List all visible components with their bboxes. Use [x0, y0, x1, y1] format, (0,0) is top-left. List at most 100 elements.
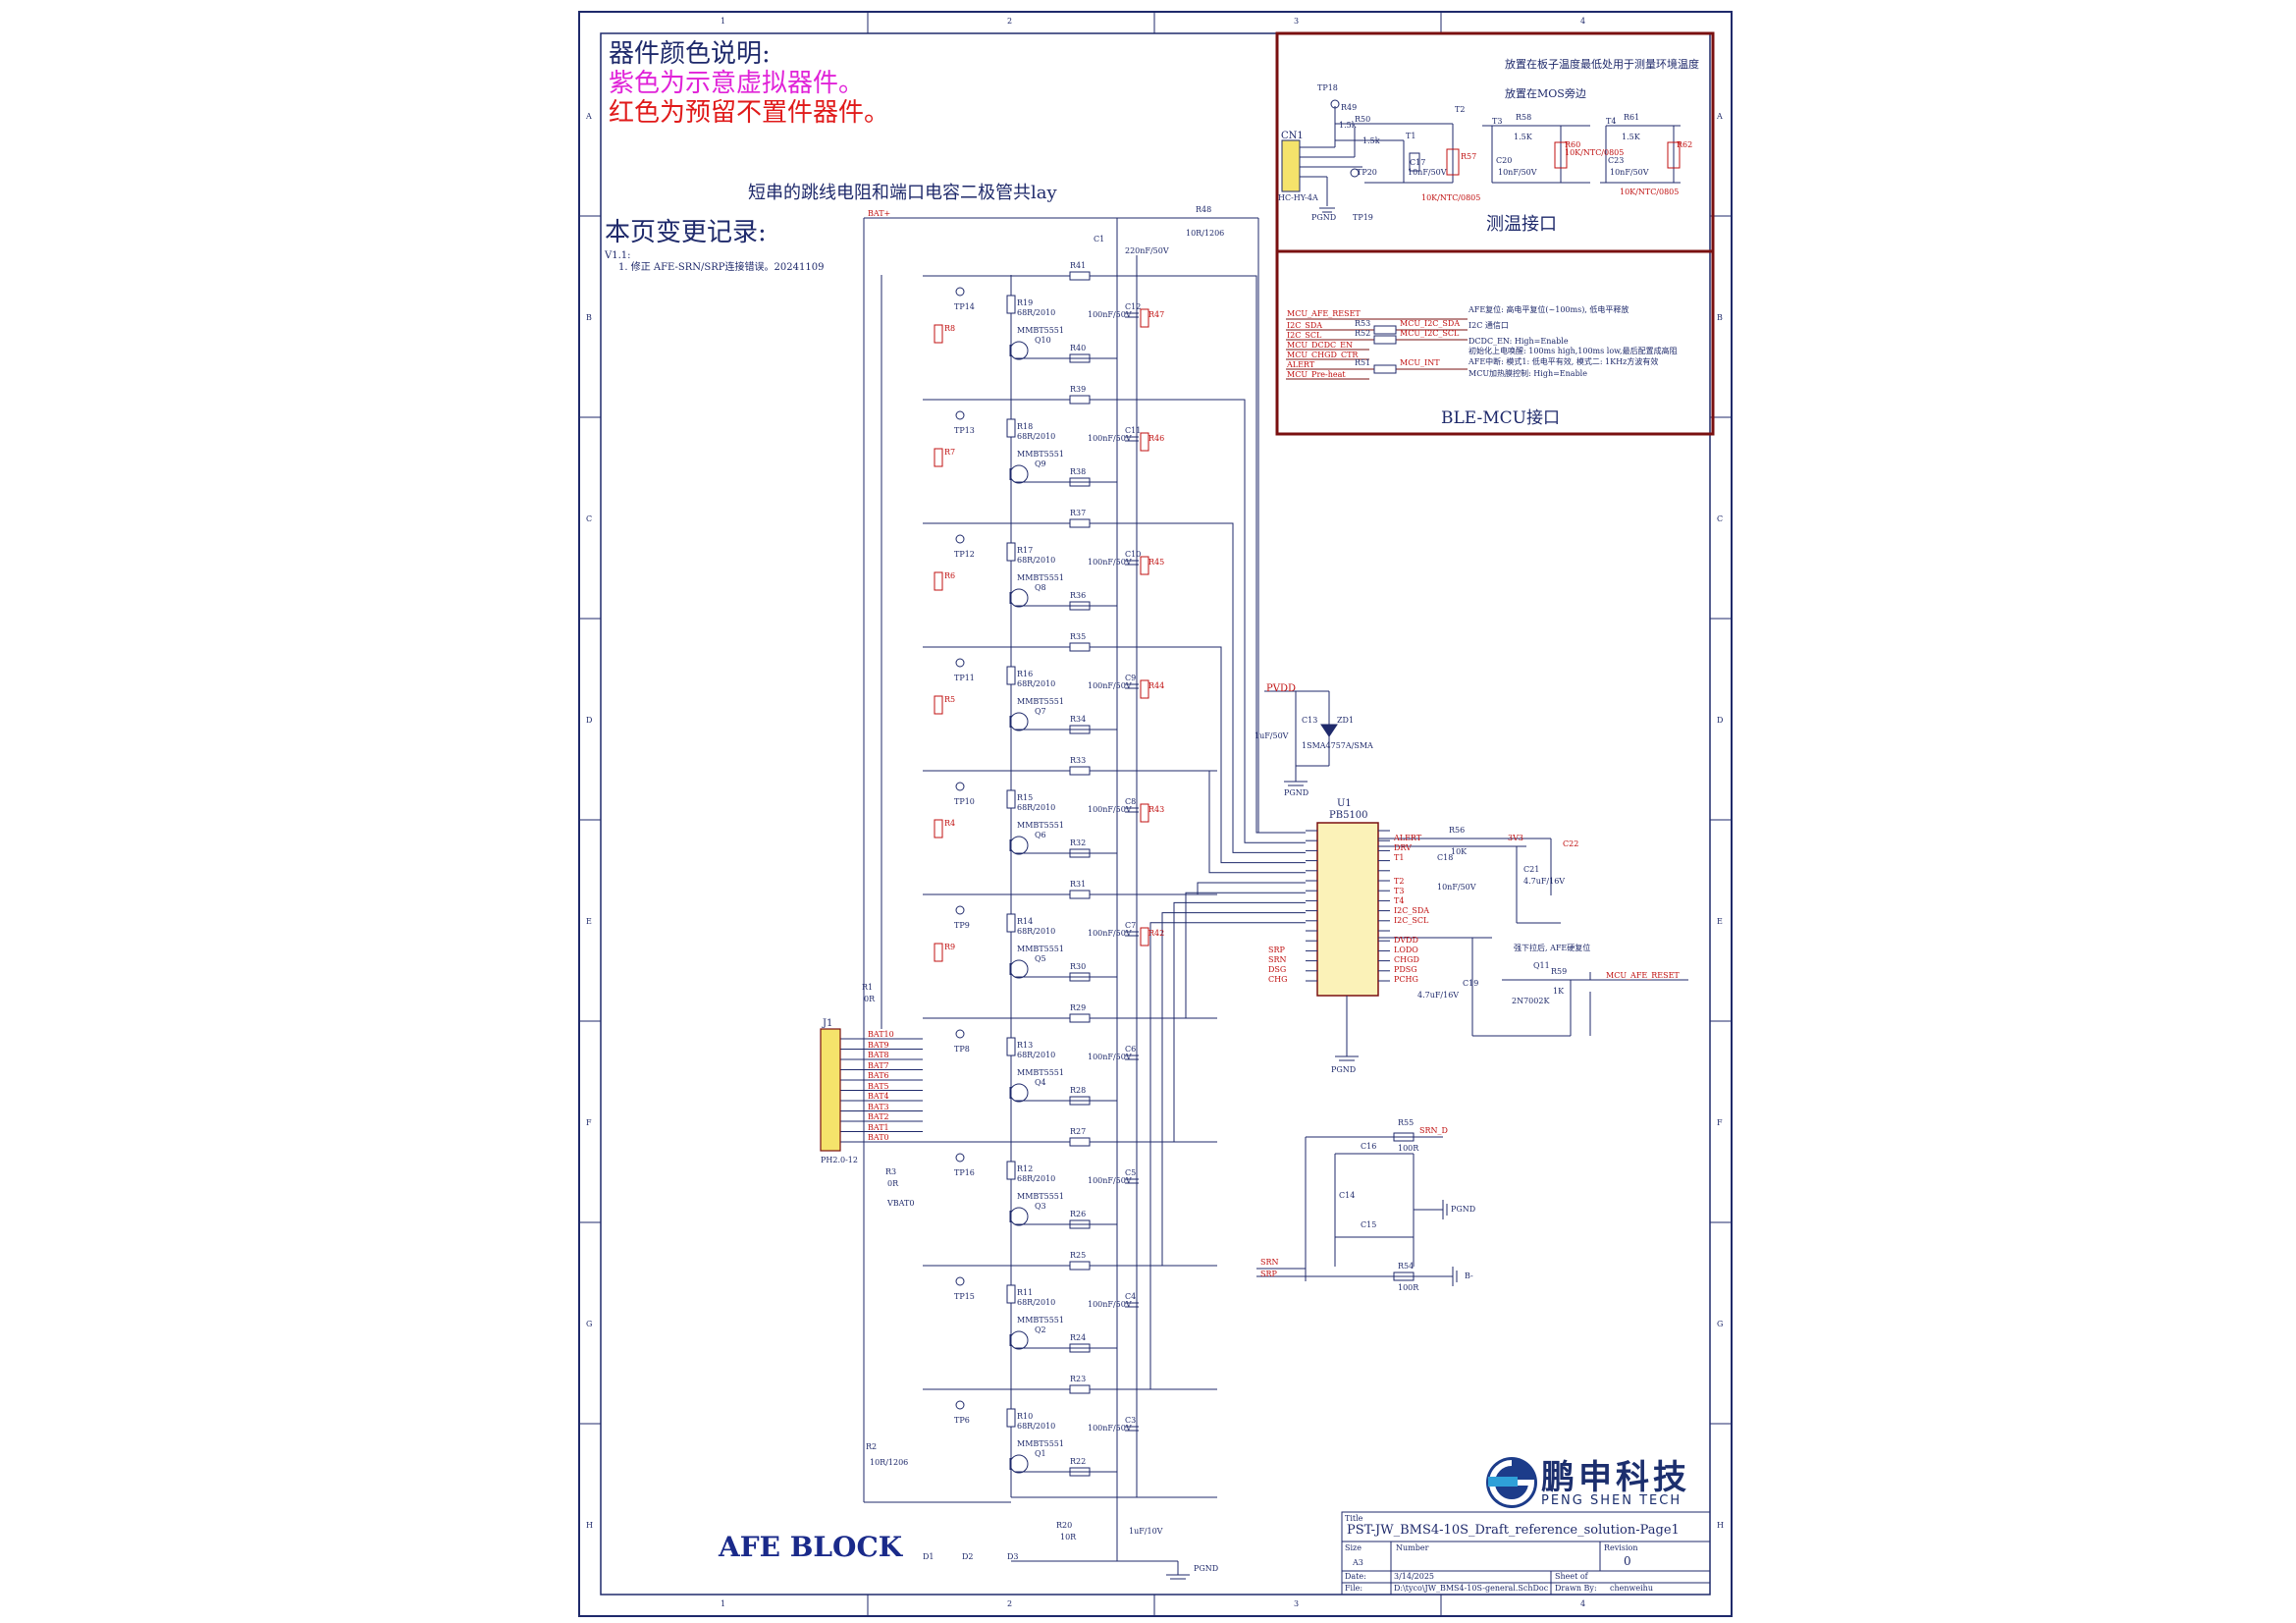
border-col-top: 1	[721, 17, 726, 26]
j1-part: PH2.0-12	[821, 1156, 858, 1164]
bat-net: BAT6	[868, 1071, 889, 1080]
temp-label: 10nF/50V	[1498, 168, 1537, 177]
stage-to-ic	[1137, 912, 1306, 1267]
c13-value: 1uF/50V	[1255, 731, 1289, 740]
border-row-right: H	[1717, 1521, 1724, 1530]
c16-ref: C16	[1361, 1142, 1377, 1151]
size-label: Size	[1345, 1543, 1362, 1552]
stage-to-ic	[1137, 882, 1306, 895]
base-res-ref: R17	[1017, 546, 1034, 555]
jumper-ref: R6	[944, 571, 956, 580]
title-label: Title	[1345, 1514, 1363, 1523]
misc-label: R3	[885, 1167, 897, 1176]
c18-value: 10nF/50V	[1437, 883, 1476, 892]
mcu-resistor: R53	[1355, 319, 1371, 328]
jumper-ref: R5	[944, 695, 956, 704]
r55-ref: R55	[1398, 1118, 1415, 1127]
test-point	[955, 1153, 965, 1163]
misc-label: PGND	[1194, 1564, 1219, 1573]
ic-right-net: CHGD	[1394, 955, 1419, 964]
c14-ref: C14	[1339, 1191, 1356, 1200]
number-label: Number	[1396, 1543, 1429, 1552]
transistor-part: MMBT5551	[1017, 697, 1064, 706]
transistor-ref: Q6	[1035, 831, 1046, 839]
base-res-value: 68R/2010	[1017, 1298, 1056, 1307]
res-1k-ref: R35	[1070, 632, 1087, 641]
border-row-right: B	[1717, 313, 1723, 322]
ic-right-net: LODO	[1394, 946, 1418, 954]
base-resistor	[1006, 1408, 1016, 1428]
size-value: A3	[1353, 1558, 1363, 1567]
test-point	[955, 905, 965, 915]
revision-value: 0	[1624, 1554, 1631, 1568]
mcu-resistor: R52	[1355, 329, 1371, 338]
virtual-parts-note: 紫色为示意虚拟器件。	[609, 69, 865, 98]
jumper-ref: R9	[944, 943, 956, 951]
border-row-left: D	[586, 716, 593, 725]
border-row-right: F	[1717, 1118, 1723, 1127]
temp-label: R57	[1461, 152, 1477, 161]
misc-label: 10R/1206	[1186, 229, 1225, 238]
temp-label: PGND	[1311, 213, 1337, 222]
border-col-top: 4	[1580, 17, 1586, 26]
jumper-resistor	[934, 571, 943, 591]
reserved-resistor	[1140, 308, 1149, 328]
mcu-net: I2C_SDA	[1287, 321, 1323, 330]
ic-right-net: PDSG	[1394, 965, 1417, 974]
afe-ic	[1316, 822, 1379, 997]
mcu-resistor: R51	[1355, 358, 1371, 367]
logo-english: PENG SHEN TECH	[1541, 1493, 1682, 1508]
transistor-part: MMBT5551	[1017, 573, 1064, 582]
mcu-note: I2C 通信口	[1468, 321, 1509, 330]
base-res-value: 68R/2010	[1017, 1422, 1056, 1431]
misc-label: 10R	[1060, 1533, 1077, 1542]
cap-value: 100nF/50V	[1088, 929, 1132, 938]
mcu-net: MCU_AFE_RESET	[1287, 309, 1361, 318]
misc-label: C1	[1094, 235, 1105, 243]
reserved-res-ref: R47	[1148, 310, 1165, 319]
temp-label: 1.5K	[1622, 133, 1640, 141]
border-row-left: G	[586, 1320, 593, 1328]
temp-label: 1.5k	[1362, 136, 1380, 145]
test-point-ref: TP10	[954, 797, 975, 806]
pvdd-label: PVDD	[1266, 683, 1296, 694]
ic-right-net: T3	[1394, 887, 1405, 895]
cap-value: 100nF/50V	[1088, 805, 1132, 814]
mcu-net: MCU_DCDC_EN	[1287, 341, 1353, 350]
misc-label: 220nF/50V	[1125, 246, 1169, 255]
jumper-ref: R7	[944, 448, 956, 457]
ic-left-net: DSG	[1268, 965, 1287, 974]
q11-part: 2N7002K	[1512, 997, 1550, 1005]
sheet-title: PST-JW_BMS4-10S_Draft_reference_solution…	[1347, 1523, 1680, 1538]
reserved-resistor	[1140, 556, 1149, 575]
transistor-part: MMBT5551	[1017, 1439, 1064, 1448]
base-res-value: 68R/2010	[1017, 556, 1056, 565]
base-resistor	[1006, 913, 1016, 933]
date-value: 3/14/2025	[1394, 1572, 1435, 1581]
cap-ref: C10	[1125, 550, 1142, 559]
ic-right-net: ALERT	[1394, 834, 1422, 842]
mcu-note: MCU加热膜控制: High=Enable	[1468, 369, 1587, 378]
r54-ref: R54	[1398, 1262, 1415, 1271]
temp-note-ambient: 放置在板子温度最低处用于测量环境温度	[1505, 58, 1699, 71]
res-1k-ref: R32	[1070, 839, 1087, 847]
border-row-right: C	[1717, 514, 1724, 523]
transistor	[1009, 836, 1029, 855]
temp-label: 1.5K	[1514, 133, 1532, 141]
transistor-part: MMBT5551	[1017, 945, 1064, 953]
cap-value: 100nF/50V	[1088, 1176, 1132, 1185]
ic-left-net: SRP	[1268, 946, 1285, 954]
mcu-out-net: MCU_INT	[1400, 358, 1440, 367]
transistor-ref: Q2	[1035, 1325, 1046, 1334]
test-point	[955, 287, 965, 297]
logo-chinese: 鹏申科技	[1541, 1458, 1690, 1497]
transistor-part: MMBT5551	[1017, 1316, 1064, 1325]
cn1-part: HC-HY-4A	[1278, 193, 1318, 202]
ic-right-net: T1	[1394, 853, 1405, 862]
ic-left-net: SRN	[1268, 955, 1287, 964]
base-res-value: 68R/2010	[1017, 308, 1056, 317]
res-1k-ref: R26	[1070, 1210, 1087, 1218]
border-col-bottom: 1	[721, 1599, 726, 1608]
temp-label: C20	[1496, 156, 1513, 165]
test-point-ref: TP11	[954, 674, 975, 682]
